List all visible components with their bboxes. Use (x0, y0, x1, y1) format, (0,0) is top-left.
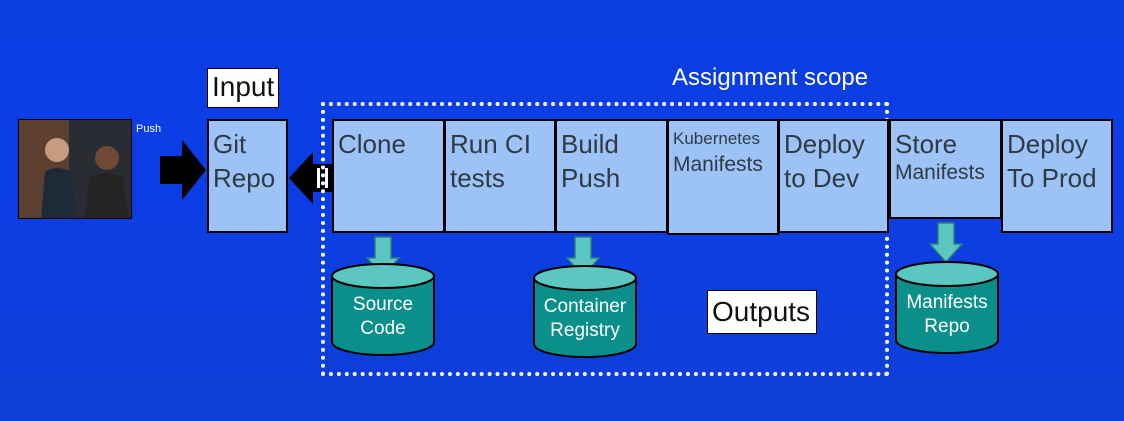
clone-line1: Clone (338, 129, 406, 159)
deploy-prod-line1: Deploy (1007, 129, 1088, 159)
people-icon (19, 120, 131, 218)
source-code-line1: Source (352, 294, 414, 315)
run-ci-stage: Run CI tests (444, 119, 556, 233)
push-arrow-icon (160, 140, 206, 200)
push-label: Push (136, 123, 162, 135)
source-code-label: Source Code (330, 293, 436, 341)
deploy-dev-line2: to Dev (784, 163, 860, 193)
git-repo-line1: Git (213, 129, 247, 159)
k8s-line2: Manifests (673, 153, 763, 176)
deploy-dev-line1: Deploy (784, 129, 865, 159)
manifests-repo-database-icon (895, 261, 999, 354)
run-ci-line1: Run CI (450, 129, 531, 159)
developers-photo (18, 119, 132, 219)
assignment-scope-title: Assignment scope (672, 64, 869, 91)
source-code-database-icon (331, 263, 435, 356)
store-manifests-line2: Manifests (895, 161, 985, 184)
deploy-prod-stage: Deploy To Prod (1001, 119, 1113, 233)
build-push-line2: Push (561, 163, 621, 193)
container-registry-label: Container Registry (532, 295, 638, 343)
build-push-line1: Build (561, 129, 619, 159)
store-manifests-line1: Store (895, 129, 958, 159)
git-repo-line2: Repo (213, 163, 276, 193)
build-push-stage: Build Push (555, 119, 668, 233)
manifests-repo-label: Manifests Repo (894, 291, 1000, 339)
down-arrow-icon (929, 222, 963, 264)
container-registry-line1: Container (543, 296, 627, 317)
deploy-dev-stage: Deploy to Dev (778, 119, 889, 233)
source-code-line2: Code (360, 318, 406, 339)
manifests-repo-line1: Manifests (906, 292, 988, 313)
outputs-label: Outputs (707, 290, 817, 334)
assignment-scope-region (321, 102, 889, 376)
run-ci-line2: tests (450, 163, 505, 193)
git-repo-stage: Git Repo (207, 119, 288, 233)
input-label: Input (207, 68, 279, 108)
store-manifests-stage: Store Manifests (889, 119, 1002, 219)
kubernetes-manifests-stage: Kubernetes Manifests (667, 119, 779, 235)
deploy-prod-line2: To Prod (1007, 163, 1097, 193)
clone-stage: Clone (332, 119, 445, 233)
manifests-repo-line2: Repo (924, 316, 970, 337)
container-registry-database-icon (533, 265, 637, 358)
container-registry-line2: Registry (550, 320, 620, 341)
k8s-line1: Kubernetes (673, 129, 760, 148)
